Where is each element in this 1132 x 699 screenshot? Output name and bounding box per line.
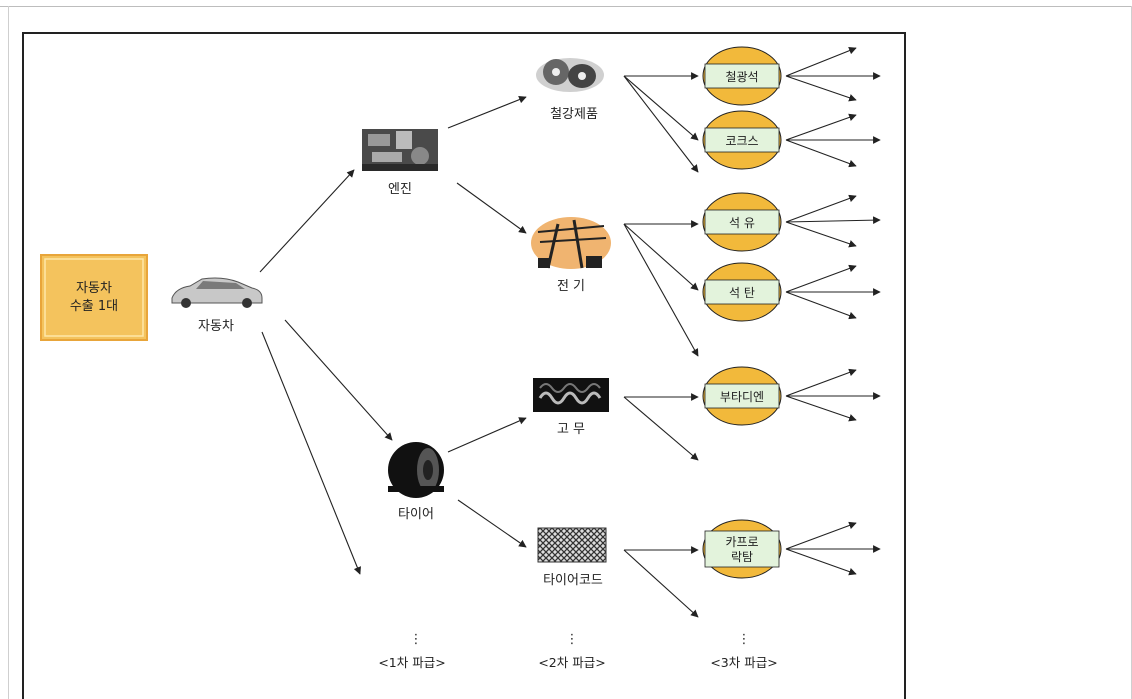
tier2-label-steel: 철강제품	[550, 107, 598, 122]
tier3-label-coal: 석 탄	[729, 286, 755, 300]
tier3-label-caprolactam-2: 락탐	[731, 550, 753, 564]
export-box: 자동차 수출 1대	[40, 254, 148, 341]
car-label: 자동차	[198, 319, 234, 334]
electricity-pylon-icon	[531, 217, 611, 269]
tier2-label-tirecord: 타이어코드	[543, 573, 603, 588]
tier3-label-butadiene: 부타디엔	[720, 390, 764, 404]
level-label-third: <3차 파급>	[710, 655, 777, 670]
page-top-rule	[0, 6, 1132, 7]
tier3-label-coke: 코크스	[725, 134, 758, 148]
diagram-frame	[22, 32, 906, 699]
tier3-coal: 석 탄	[702, 262, 782, 322]
tier3-butadiene: 부타디엔	[702, 366, 782, 426]
arrows-first-tier	[259, 169, 393, 575]
export-box-line1: 자동차	[76, 281, 112, 296]
tier3-iron-ore: 철광석	[702, 46, 782, 106]
arrows-third-tier	[623, 72, 699, 618]
engine-icon	[362, 129, 438, 171]
tier3-coke: 코크스	[702, 110, 782, 170]
export-box-line2: 수출 1대	[70, 299, 118, 314]
tier3-oil: 석 유	[702, 192, 782, 252]
page-left-rule	[8, 6, 9, 699]
tire-icon	[388, 442, 444, 498]
tier1-label-tire: 타이어	[398, 507, 434, 522]
level-label-second: <2차 파급>	[538, 655, 605, 670]
tier3-label-caprolactam-1: 카프로	[725, 535, 758, 549]
level-dots-second: ⋮	[566, 632, 579, 647]
steel-products-icon	[536, 58, 604, 92]
level-label-first: <1차 파급>	[378, 655, 445, 670]
rubber-icon	[533, 378, 609, 412]
tier3-caprolactam: 카프로 락탐	[702, 519, 782, 579]
arrows-second-tier	[447, 95, 527, 548]
tier2-label-electricity: 전 기	[557, 279, 585, 294]
tier3-label-iron-ore: 철광석	[725, 70, 758, 84]
tier2-label-rubber: 고 무	[557, 422, 585, 437]
level-dots-third: ⋮	[738, 632, 751, 647]
car-icon	[171, 277, 263, 308]
tier1-label-engine: 엔진	[388, 182, 412, 197]
arrows-fourth-tier	[785, 46, 881, 576]
tire-cord-icon	[537, 527, 607, 563]
tier3-label-oil: 석 유	[729, 216, 755, 230]
level-dots-first: ⋮	[410, 632, 423, 647]
